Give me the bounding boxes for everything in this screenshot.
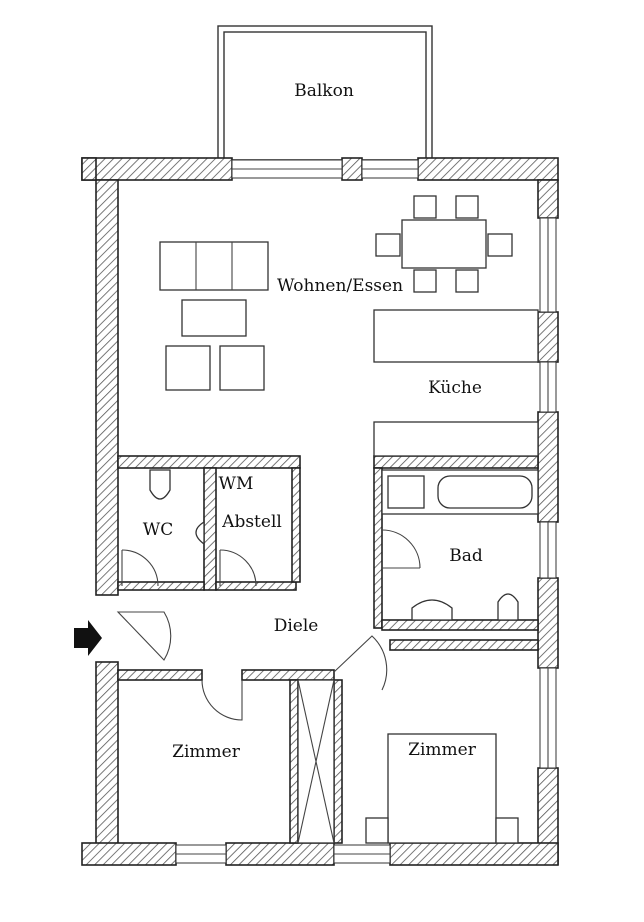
- kitchen-counter-bottom: [373, 421, 539, 457]
- label-kueche: Küche: [428, 378, 482, 398]
- wc-toilet: [149, 469, 171, 500]
- bathtub: [381, 469, 539, 515]
- windows: [175, 159, 557, 864]
- label-zimmer-right: Zimmer: [408, 740, 477, 760]
- doors: [116, 529, 421, 721]
- bad-sink: [411, 599, 453, 621]
- label-abstell: Abstell: [221, 512, 282, 532]
- wc-sink: [195, 520, 205, 546]
- label-wohnen-essen: Wohnen/Essen: [277, 276, 403, 296]
- nightstand-left: [365, 817, 389, 844]
- coffee-table: [181, 299, 247, 337]
- closet: [297, 679, 335, 844]
- label-wm: WM: [219, 474, 254, 494]
- bad-toilet: [497, 593, 519, 621]
- kitchen-counter-top: [373, 309, 539, 363]
- bed: [387, 733, 497, 844]
- label-wc: WC: [143, 520, 173, 540]
- dining-table: [375, 195, 513, 293]
- label-bad: Bad: [449, 546, 483, 566]
- sofa: [159, 241, 269, 291]
- entrance-arrow-icon: [74, 620, 102, 656]
- label-diele: Diele: [274, 616, 319, 636]
- outer-walls: [81, 157, 559, 866]
- armchair-left: [165, 345, 211, 391]
- label-balkon: Balkon: [294, 81, 354, 101]
- label-zimmer-left: Zimmer: [172, 742, 241, 762]
- nightstand-right: [495, 817, 519, 844]
- armchair-right: [219, 345, 265, 391]
